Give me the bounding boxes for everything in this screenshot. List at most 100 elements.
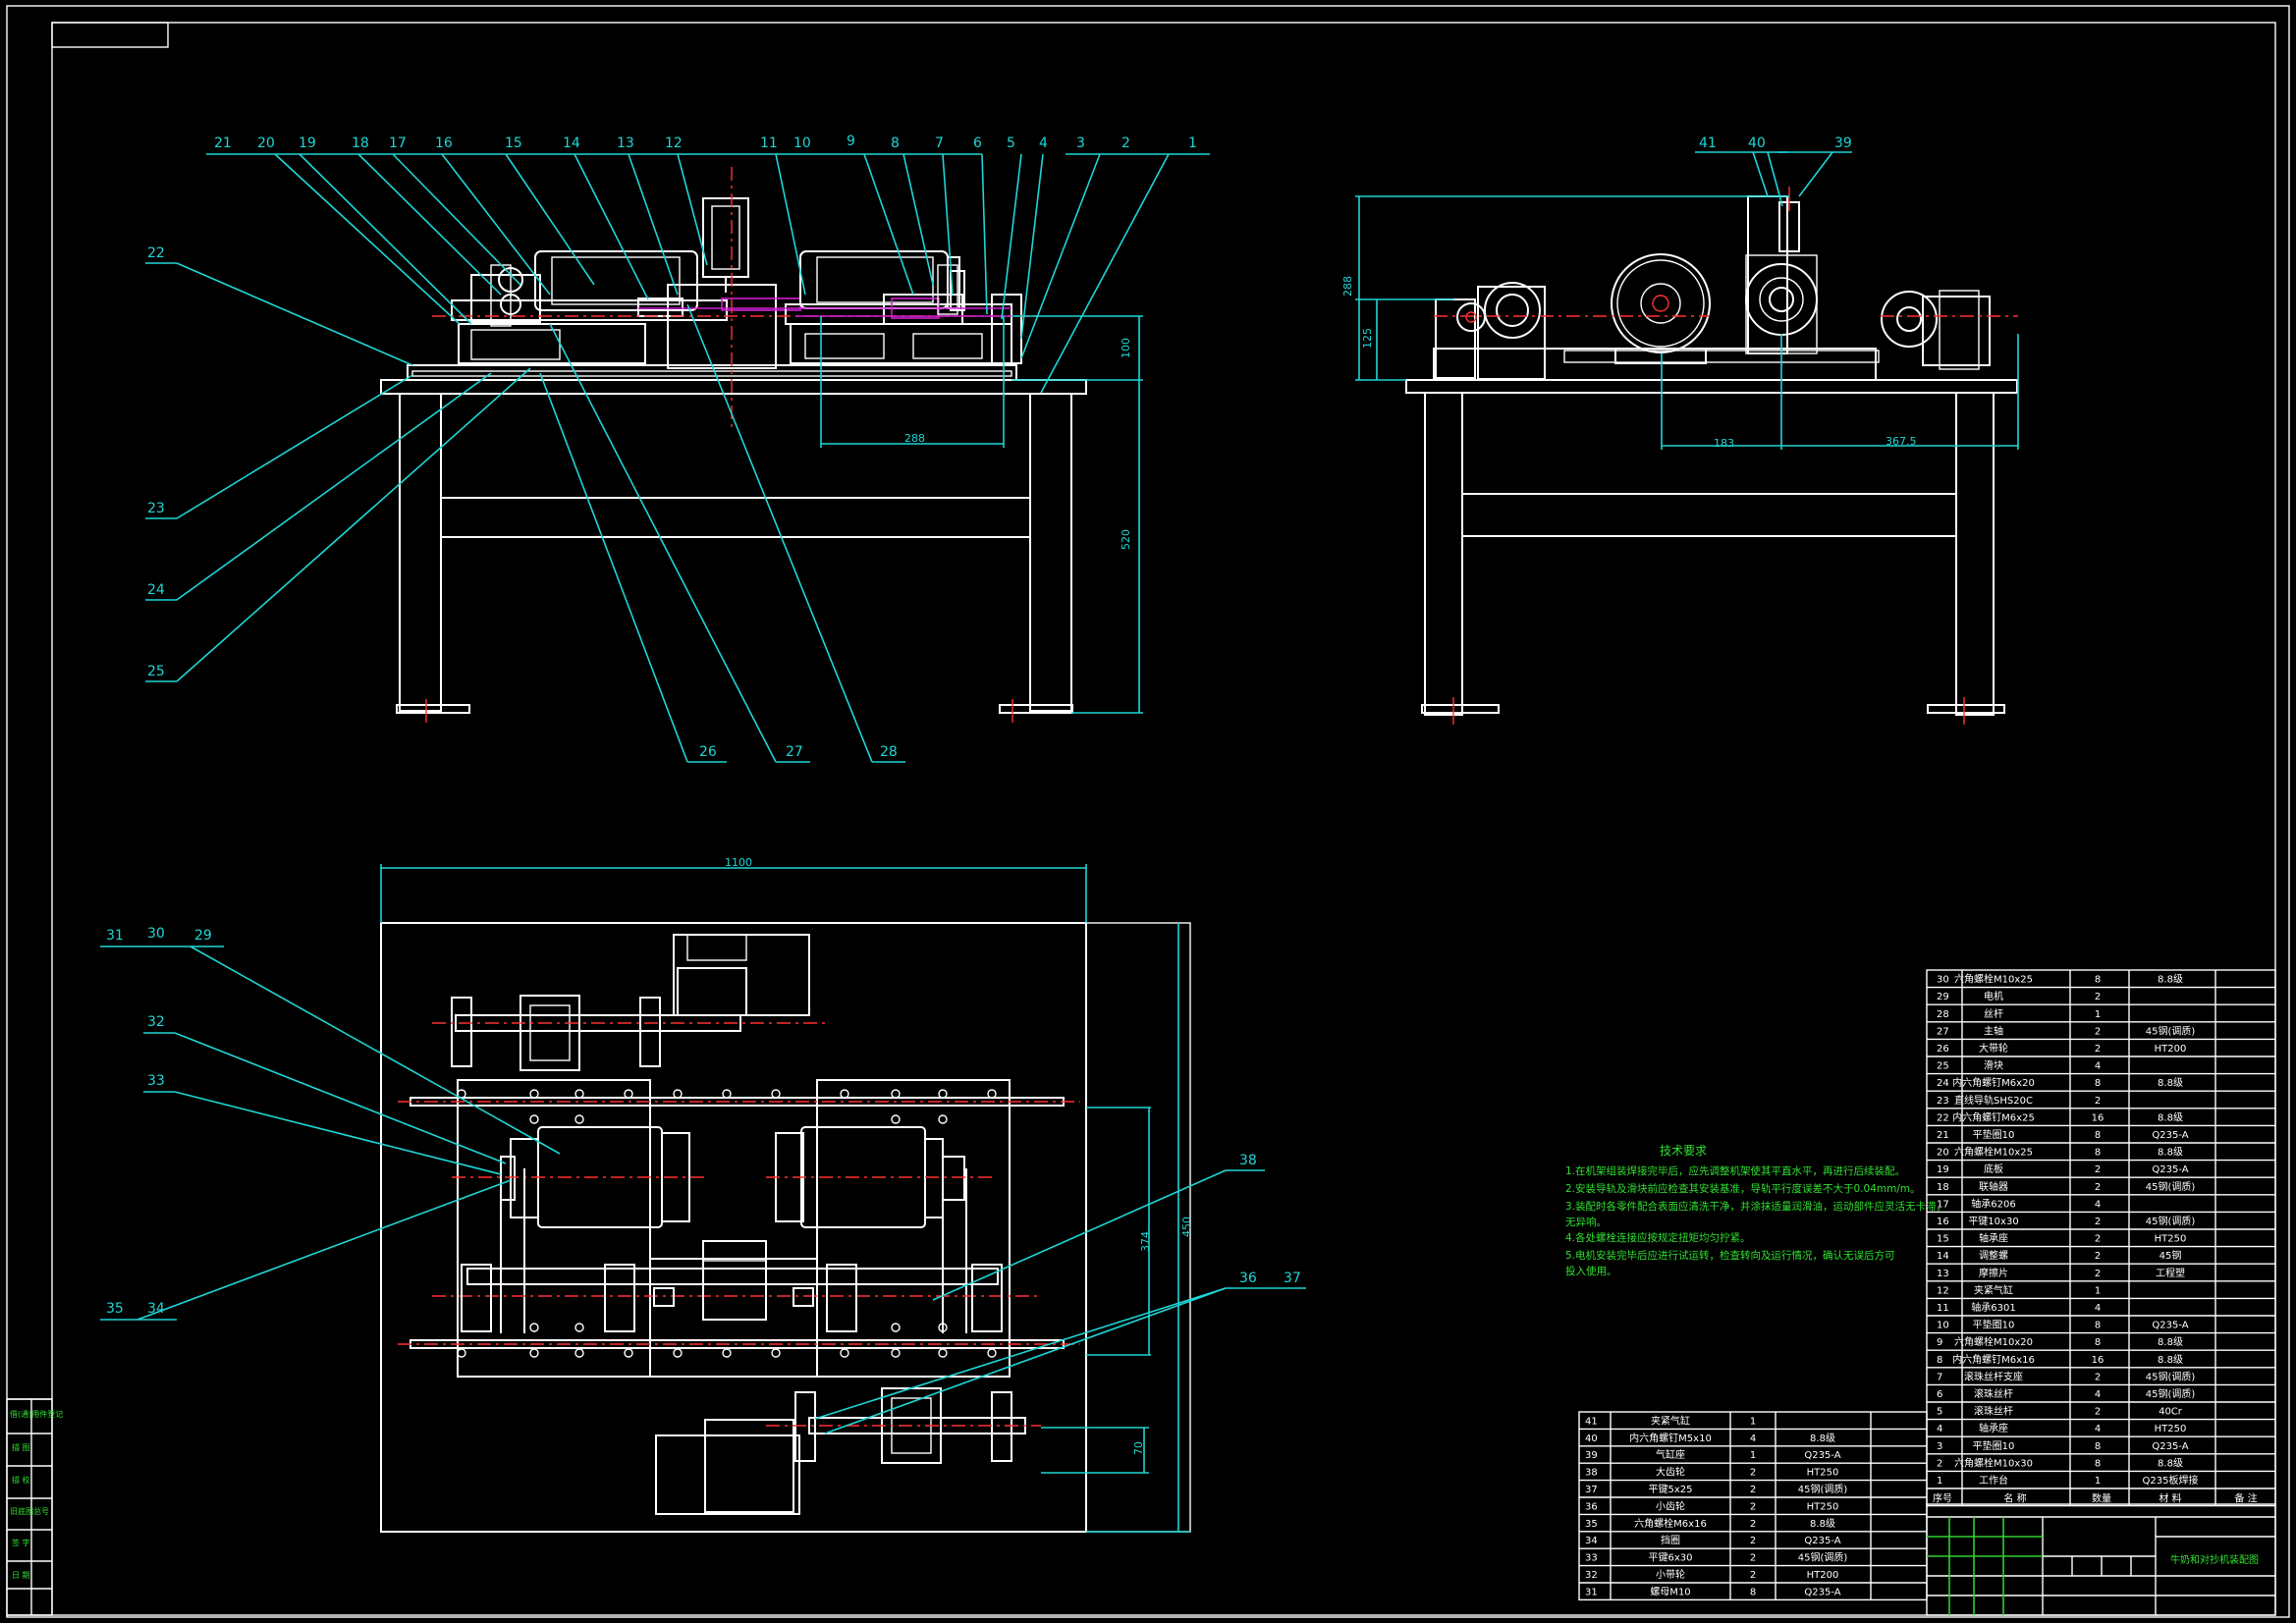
front-view-leaders (145, 153, 1210, 763)
bom-cell: 4 (2095, 1061, 2101, 1072)
bom-cell: 8 (2095, 1441, 2101, 1452)
bom-cell: Q235-A (2152, 1164, 2188, 1175)
bom-cell: 4 (1937, 1424, 1942, 1434)
bom-cell: 轴承6301 (1971, 1301, 2015, 1314)
bom-cell: HT200 (2155, 1044, 2187, 1055)
bom-cell: 8 (2095, 1321, 2101, 1331)
dimension-text: 183 (1714, 437, 1734, 450)
bom-cell: 8.8级 (2158, 1336, 2183, 1348)
bom-cell: 4 (2095, 1303, 2101, 1314)
front-view: 288 100 520 (380, 167, 1143, 723)
bom-cell: 六角螺栓M10x20 (1954, 1335, 2033, 1348)
bom-cell: 15 (1937, 1234, 1949, 1245)
bom-cell: 19 (1937, 1164, 1949, 1175)
balloon-label: 23 (147, 501, 165, 516)
bom-cell: 电机 (1984, 990, 2003, 1002)
bom-cell: Q235-A (2152, 1441, 2188, 1452)
bom-cell: 直线导轨SHS20C (1954, 1094, 2033, 1107)
bom-cell: 工作台 (1979, 1474, 2008, 1487)
bom-cell: Q235-A (1804, 1536, 1840, 1546)
strip-label: 描 校 (12, 1475, 30, 1485)
bom-cell: 35 (1585, 1519, 1598, 1530)
bom-cell: 丝杆 (1984, 1008, 2003, 1020)
plan-view: 1100 450 374 70 (100, 856, 1306, 1533)
balloon-label: 4 (1039, 135, 1048, 151)
bom-cell: 1 (2095, 1285, 2101, 1296)
bom-cell: 32 (1585, 1570, 1598, 1581)
balloon-label: 41 (1699, 135, 1717, 151)
bom-cell: 1 (2095, 1009, 2101, 1020)
balloon-label: 6 (973, 135, 982, 151)
bom-cell: 内六角螺钉M6x25 (1952, 1110, 2035, 1123)
strip-label: 旧底图总号 (10, 1506, 49, 1516)
bom-cell: 8 (1750, 1587, 1756, 1597)
balloon-label: 22 (147, 245, 165, 261)
balloon-label: 31 (106, 928, 124, 944)
bom-cell: 38 (1585, 1468, 1598, 1479)
title-block: 牛奶和对抄机装配图 (1926, 1503, 2276, 1616)
bom-cell: 轴承座 (1979, 1232, 2008, 1245)
bom-header-cell: 序号 (1933, 1492, 1952, 1505)
bom-cell: 夹紧气缸 (1974, 1283, 2013, 1296)
bom-cell: 33 (1585, 1553, 1598, 1564)
bom-cell: 8 (2095, 1337, 2101, 1348)
bom-cell: 轴承6206 (1971, 1197, 2015, 1210)
dimension-text: 520 (1120, 529, 1132, 550)
bom-cell: 8 (2095, 1458, 2101, 1469)
bom-cell: 平键6x30 (1648, 1551, 1692, 1564)
bom-cell: 7 (1937, 1372, 1942, 1382)
bom-cell: HT250 (2155, 1234, 2187, 1245)
bom-cell: 2 (2095, 1044, 2101, 1055)
bom-cell: HT200 (1807, 1570, 1839, 1581)
strip-label: 日 期 (12, 1571, 30, 1580)
balloon-label: 1 (1188, 135, 1197, 151)
bom-row: 28 丝杆 1 (1937, 1008, 2101, 1020)
balloon-labels-top: 21 20 19 18 17 16 15 14 13 12 11 10 9 8 … (147, 134, 1197, 760)
bom-row: 11 轴承6301 4 (1937, 1301, 2101, 1314)
bom-cell: 8.8级 (2158, 1354, 2183, 1366)
bom-cell: 28 (1937, 1009, 1949, 1020)
bom-frame (1926, 969, 2276, 1507)
bom-cell: 40Cr (2159, 1407, 2183, 1418)
technical-notes: 技术要求 1.在机架组装焊接完毕后，应先调整机架使其平直水平，再进行后续装配。 … (1565, 1144, 1946, 1277)
bom-cell: 40 (1585, 1434, 1598, 1444)
bom-cell: 41 (1585, 1416, 1598, 1427)
balloon-label: 27 (786, 744, 803, 760)
balloon-label: 30 (147, 926, 165, 942)
bom-cell: 六角螺栓M6x16 (1634, 1517, 1707, 1530)
balloon-label: 16 (435, 135, 453, 151)
balloon-label: 28 (880, 744, 898, 760)
bom-cell: 9 (1937, 1337, 1942, 1348)
bom-cell: 小带轮 (1656, 1568, 1685, 1581)
bom-cell: 11 (1937, 1303, 1949, 1314)
bom-cell: Q235-A (2152, 1130, 2188, 1141)
bom-cell: 8 (1937, 1355, 1942, 1366)
bom-cell: 16 (2092, 1112, 2105, 1123)
bom-cell: 2 (2095, 1217, 2101, 1227)
bom-cell: 2 (2095, 992, 2101, 1002)
bom-cell: 1 (2095, 1476, 2101, 1487)
balloon-label: 3 (1076, 135, 1085, 151)
bom-cell: 六角螺栓M10x25 (1954, 973, 2033, 986)
bom-cell: 45钢(调质) (2146, 1024, 2196, 1037)
bom-cell: 2 (1750, 1468, 1756, 1479)
bom-cell: 小齿轮 (1656, 1499, 1685, 1512)
bom-cell: 8.8级 (1810, 1518, 1835, 1530)
balloon-label: 8 (891, 135, 900, 151)
